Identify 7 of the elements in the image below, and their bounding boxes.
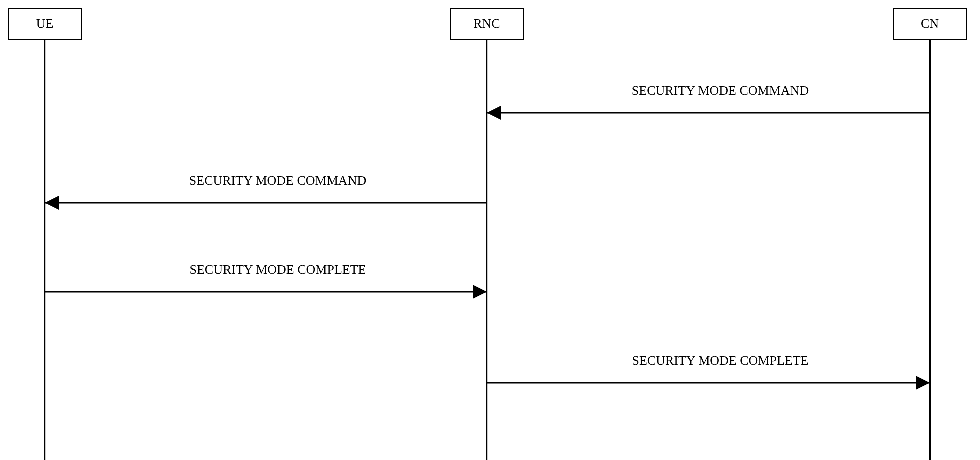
message-arrow (487, 376, 930, 390)
participant-box: CN (893, 8, 967, 40)
participant-box: UE (8, 8, 82, 40)
message-arrow (45, 196, 487, 210)
message-arrow (487, 106, 930, 120)
participant-box: RNC (450, 8, 524, 40)
message-arrow (45, 285, 487, 299)
